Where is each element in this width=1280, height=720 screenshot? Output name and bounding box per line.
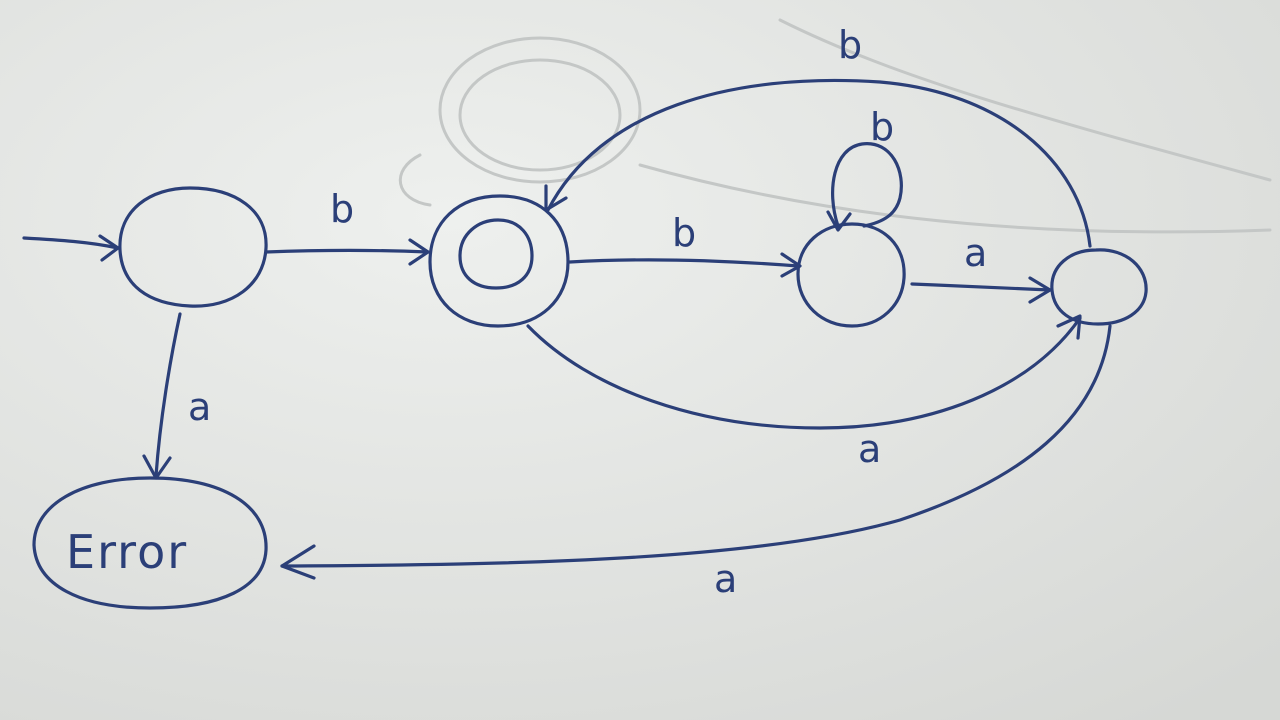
- label-q2-q3: a: [964, 231, 987, 275]
- state-error-label: Error: [66, 525, 188, 579]
- transition-q1-q2: [568, 252, 802, 278]
- transition-q1-q3: [526, 314, 1082, 430]
- label-q2-self: b: [870, 105, 894, 149]
- transition-q2-q3: [910, 276, 1052, 304]
- label-q0-error: a: [188, 385, 211, 429]
- state-q1-accepting: [428, 194, 570, 328]
- state-error: [32, 476, 268, 610]
- transition-q3-q1: [544, 78, 1092, 248]
- label-q0-q1: b: [330, 187, 354, 231]
- label-q3-error: a: [714, 557, 737, 601]
- start-arrow: [22, 234, 120, 262]
- label-q1-q2: b: [672, 211, 696, 255]
- state-q0: [118, 186, 268, 308]
- transition-q2-self: [826, 142, 903, 232]
- ghost-sketch: [398, 18, 1272, 234]
- state-q2: [796, 222, 906, 328]
- label-q1-q3: a: [858, 427, 881, 471]
- label-q3-q1: b: [838, 23, 862, 67]
- transition-q3-error: [280, 324, 1112, 580]
- transition-q0-error: [142, 312, 182, 480]
- transition-q0-q1: [264, 238, 430, 266]
